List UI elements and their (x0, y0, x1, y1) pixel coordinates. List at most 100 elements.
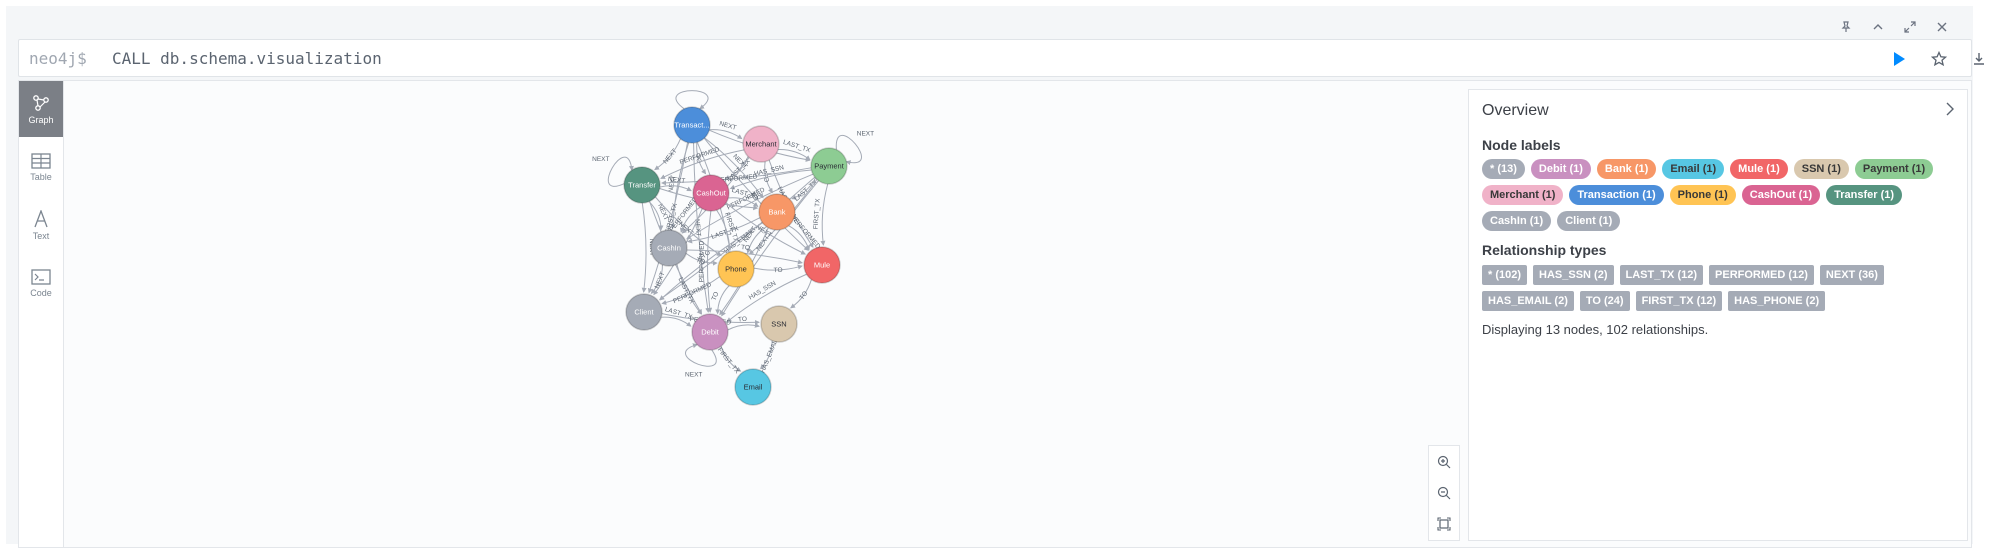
node-label-chip[interactable]: Transfer (1) (1826, 185, 1903, 205)
relationship-edge[interactable] (729, 169, 812, 190)
relationship-edge[interactable] (715, 285, 730, 315)
node-label-chip[interactable]: Merchant (1) (1482, 185, 1564, 205)
graph-node-phone[interactable]: Phone (717, 250, 755, 288)
node-label-chip[interactable]: * (13) (1482, 159, 1525, 179)
self-loop-edge[interactable] (607, 156, 634, 187)
zoom-in-icon[interactable] (1436, 454, 1452, 470)
query-editor[interactable]: neo4j$ CALL db.schema.visualization (18, 39, 1984, 77)
relationship-type-chip[interactable]: NEXT (36) (1819, 265, 1884, 285)
run-button[interactable] (1889, 49, 1909, 69)
node-label-chip[interactable]: Client (1) (1557, 211, 1621, 231)
graph-node-ssn[interactable]: SSN (760, 305, 798, 343)
graph-node-transaction[interactable]: Transact... (673, 106, 711, 144)
text-view-button[interactable]: Text (19, 197, 63, 253)
download-button[interactable] (1969, 49, 1989, 69)
graph-node-client[interactable]: Client (625, 293, 663, 331)
relationship-type-chip[interactable]: LAST_TX (12) (1619, 265, 1704, 285)
node-label-chip[interactable]: Phone (1) (1669, 185, 1736, 205)
relationship-type-chip[interactable]: HAS_EMAIL (2) (1482, 291, 1574, 311)
relationship-edge[interactable] (696, 142, 707, 175)
graph-node-debit[interactable]: Debit (691, 313, 729, 351)
relationship-edge[interactable] (704, 137, 764, 199)
expand-icon[interactable] (1903, 20, 1917, 34)
relationship-edge[interactable] (679, 206, 701, 233)
relationship-edge[interactable] (791, 177, 816, 200)
node-label-chip[interactable]: Mule (1) (1730, 159, 1788, 179)
relationship-edge[interactable] (685, 252, 718, 266)
node-label-chip[interactable]: SSN (1) (1793, 159, 1849, 179)
relationship-edge[interactable] (659, 185, 692, 192)
relationship-edge[interactable] (659, 222, 763, 301)
node-label-chip[interactable]: Debit (1) (1530, 159, 1591, 179)
relationship-edge[interactable] (788, 225, 811, 251)
code-view-button[interactable]: Code (19, 255, 63, 311)
relationship-edge[interactable] (746, 226, 767, 254)
relationship-edge[interactable] (687, 217, 761, 244)
graph-node-transfer[interactable]: Transfer (623, 166, 661, 204)
relationship-edge[interactable] (659, 176, 816, 301)
graph-node-mule[interactable]: Mule (803, 246, 841, 284)
relationship-edge[interactable] (706, 210, 713, 313)
relationship-edge[interactable] (753, 264, 803, 271)
node-label-chip[interactable]: Payment (1) (1854, 159, 1934, 179)
relationship-type-chip[interactable]: HAS_PHONE (2) (1728, 291, 1826, 311)
graph-node-cashout[interactable]: CashOut (692, 174, 730, 212)
relationship-edge[interactable] (654, 138, 681, 171)
relationship-edge[interactable] (647, 142, 689, 294)
relationship-edge[interactable] (790, 279, 812, 309)
relationship-edge[interactable] (820, 183, 829, 246)
relationship-type-chip[interactable]: FIRST_TX (12) (1635, 291, 1723, 311)
node-label-chip[interactable]: CashOut (1) (1741, 185, 1821, 205)
relationship-edge[interactable] (661, 167, 812, 186)
relationship-edge[interactable] (778, 149, 811, 161)
node-label-chip[interactable]: CashIn (1) (1482, 211, 1552, 231)
relationship-edge[interactable] (661, 276, 720, 305)
query-text[interactable]: CALL db.schema.visualization (112, 49, 382, 68)
relationship-edge[interactable] (693, 142, 711, 313)
relationship-edge[interactable] (760, 340, 773, 370)
graph-node-bank[interactable]: Bank (758, 193, 796, 231)
result-summary: Displaying 13 nodes, 102 relationships. (1482, 322, 1709, 337)
relationship-edge[interactable] (661, 316, 692, 327)
relationship-edge[interactable] (650, 264, 663, 294)
pin-icon[interactable] (1839, 20, 1853, 34)
relationship-edge[interactable] (721, 180, 819, 317)
relationship-type-chip[interactable]: * (102) (1482, 265, 1528, 285)
fit-icon[interactable] (1436, 516, 1452, 532)
favorite-button[interactable] (1929, 49, 1949, 69)
relationship-edge[interactable] (728, 197, 759, 207)
relationship-edge[interactable] (648, 201, 664, 231)
relationship-edge[interactable] (660, 149, 745, 179)
graph-node-email[interactable]: Email (734, 368, 772, 406)
relationship-edge[interactable] (725, 202, 806, 255)
relationship-edge[interactable] (686, 173, 814, 240)
graph-node-payment[interactable]: Payment (810, 147, 848, 185)
graph-node-cashin[interactable]: CashIn (650, 229, 688, 267)
relationship-edge[interactable] (716, 209, 733, 251)
self-loop-edge[interactable] (685, 343, 717, 367)
graph-node-merchant[interactable]: Merchant (742, 125, 780, 163)
node-label-chip[interactable]: Transaction (1) (1569, 185, 1664, 205)
relationship-edge[interactable] (724, 156, 749, 180)
table-view-button[interactable]: Table (19, 139, 63, 195)
relationship-type-chip[interactable]: PERFORMED (12) (1709, 265, 1814, 285)
node-label-chip[interactable]: Email (1) (1662, 159, 1725, 179)
relationship-edge[interactable] (676, 264, 702, 315)
relationship-edge[interactable] (641, 202, 647, 293)
chevron-up-icon[interactable] (1871, 20, 1885, 34)
node-label-chip[interactable]: Bank (1) (1596, 159, 1657, 179)
relationship-edge[interactable] (709, 129, 743, 140)
self-loop-edge[interactable] (835, 135, 862, 166)
graph-canvas[interactable]: NEXTTONEXTTONEXTNEXTNEXTTOFIRST_TXNEXTLA… (64, 81, 1164, 547)
relationship-edge[interactable] (720, 346, 742, 372)
close-icon[interactable] (1935, 20, 1949, 34)
relationship-type-chip[interactable]: TO (24) (1579, 291, 1630, 311)
relationship-edge[interactable] (727, 322, 760, 331)
relationship-edge[interactable] (726, 273, 807, 323)
collapse-panel-button[interactable] (1941, 100, 1959, 118)
graph-view-button[interactable]: Graph (19, 81, 63, 137)
zoom-out-icon[interactable] (1436, 485, 1452, 501)
relationship-edge[interactable] (703, 137, 810, 251)
self-loop-edge[interactable] (675, 90, 709, 110)
relationship-type-chip[interactable]: HAS_SSN (2) (1533, 265, 1614, 285)
